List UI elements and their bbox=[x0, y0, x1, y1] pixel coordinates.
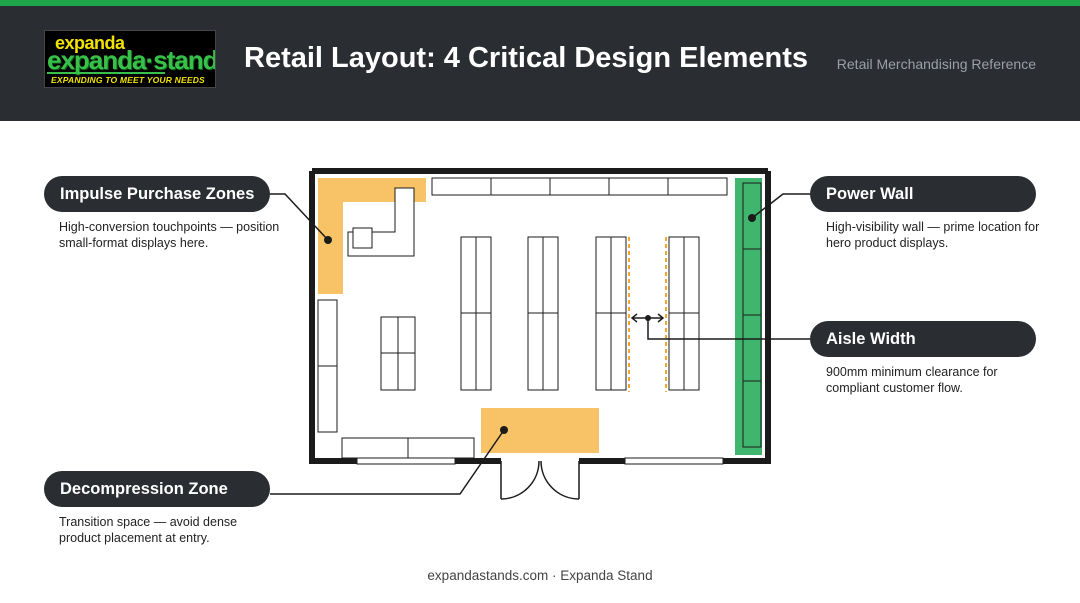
page-subtitle: Retail Merchandising Reference bbox=[836, 56, 1036, 72]
callout-leader-lines bbox=[270, 193, 812, 495]
impulse-zones-description: High-conversion touchpoints — position s… bbox=[59, 220, 280, 250]
aisle-guides bbox=[628, 237, 667, 392]
top-wall-shelves bbox=[431, 177, 728, 196]
logo-tagline: EXPANDING TO MEET YOUR NEEDS bbox=[51, 75, 205, 85]
store-walls bbox=[309, 168, 771, 464]
aisle-width-description: 900mm minimum clearance for compliant cu… bbox=[826, 365, 998, 395]
aisle-width-label: Aisle Width bbox=[810, 321, 1036, 357]
bottom-wall-shelves bbox=[341, 437, 475, 459]
logo-top-word: expanda bbox=[55, 33, 125, 53]
checkout-counter bbox=[347, 187, 415, 257]
left-wall-shelves bbox=[317, 299, 338, 433]
impulse-zones-label: Impulse Purchase Zones bbox=[44, 176, 270, 212]
decompression-zone bbox=[481, 408, 599, 453]
power-wall-shelves bbox=[742, 182, 762, 448]
callout-markers bbox=[324, 214, 756, 434]
power-wall-label: Power Wall bbox=[810, 176, 1036, 212]
decompression-zone-label: Decompression Zone bbox=[44, 471, 270, 507]
decompression-zone-description: Transition space — avoid dense product p… bbox=[59, 515, 238, 545]
small-display-fixture bbox=[380, 316, 416, 391]
gondola-shelving bbox=[460, 236, 700, 391]
impulse-zone-left bbox=[318, 178, 343, 294]
footer-text: expandastands.com · Expanda Stand bbox=[427, 568, 653, 583]
expanda-stand-logo: expanda expanda·stand EXPANDING TO MEET … bbox=[44, 30, 216, 88]
power-wall-zone bbox=[735, 178, 762, 455]
power-wall-description: High-visibility wall — prime location fo… bbox=[826, 220, 1040, 250]
page-title: Retail Layout: 4 Critical Design Element… bbox=[244, 42, 809, 74]
front-windows bbox=[356, 457, 724, 465]
logo-swoosh bbox=[47, 72, 165, 74]
top-accent-bar bbox=[0, 0, 1080, 6]
entrance-doors bbox=[500, 460, 580, 500]
logo-main-word: expanda·stand bbox=[47, 45, 216, 75]
